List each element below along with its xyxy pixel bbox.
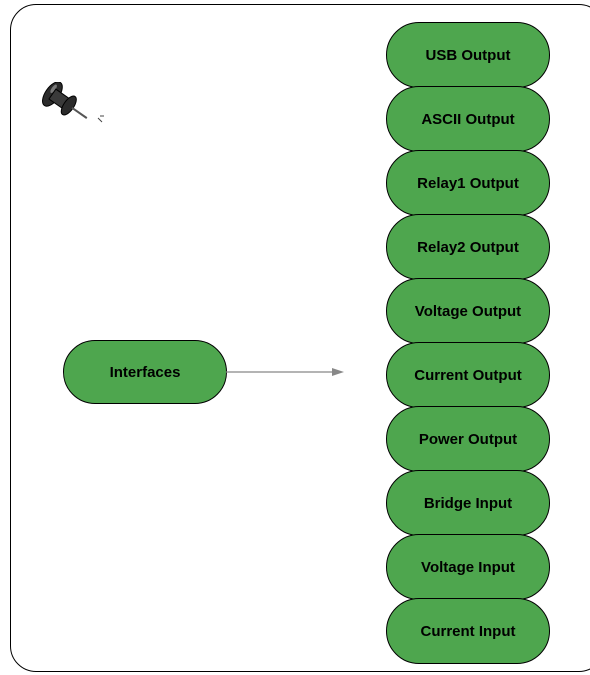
usb-output-node[interactable]: USB Output bbox=[386, 22, 550, 88]
connector-arrow bbox=[226, 368, 344, 376]
node-label: Bridge Input bbox=[423, 494, 513, 512]
relay2-output-node[interactable]: Relay2 Output bbox=[386, 214, 550, 280]
node-label: Voltage Input bbox=[421, 558, 515, 576]
interfaces-node[interactable]: Interfaces bbox=[63, 340, 227, 404]
node-label: Power Output bbox=[418, 430, 518, 448]
interfaces-node-label: Interfaces bbox=[109, 363, 181, 381]
bridge-input-node[interactable]: Bridge Input bbox=[386, 470, 550, 536]
voltage-input-node[interactable]: Voltage Input bbox=[386, 534, 550, 600]
node-label: Relay2 Output bbox=[417, 238, 519, 256]
ascii-output-node[interactable]: ASCII Output bbox=[386, 86, 550, 152]
node-label: Current Input bbox=[420, 622, 516, 640]
pushpin-icon bbox=[42, 82, 104, 123]
node-label: ASCII Output bbox=[421, 110, 515, 128]
node-label: USB Output bbox=[425, 46, 511, 64]
voltage-output-node[interactable]: Voltage Output bbox=[386, 278, 550, 344]
node-label: Voltage Output bbox=[414, 302, 522, 320]
power-output-node[interactable]: Power Output bbox=[386, 406, 550, 472]
node-label: Current Output bbox=[414, 366, 522, 384]
current-input-node[interactable]: Current Input bbox=[386, 598, 550, 664]
node-label: Relay1 Output bbox=[417, 174, 519, 192]
current-output-node[interactable]: Current Output bbox=[386, 342, 550, 408]
relay1-output-node[interactable]: Relay1 Output bbox=[386, 150, 550, 216]
